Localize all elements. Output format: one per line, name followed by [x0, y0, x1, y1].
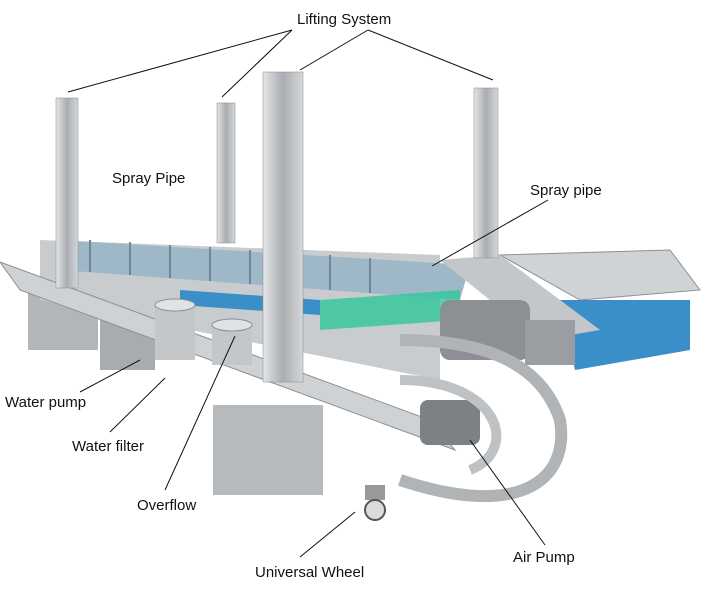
- leader-lines: [67, 29, 549, 558]
- label-universal-wheel: Universal Wheel: [255, 564, 365, 581]
- label-air-pump: Air Pump: [513, 549, 575, 566]
- label-spray-pipe-left: Spray Pipe: [112, 170, 186, 187]
- label-water-filter: Water filter: [72, 438, 144, 455]
- lifting-posts: [55, 71, 499, 383]
- label-lifting-system: Lifting System: [297, 11, 392, 28]
- discharge-conveyor: [440, 249, 701, 370]
- filter-cylinders: [154, 298, 253, 365]
- universal-wheel: [364, 485, 386, 521]
- label-overflow: Overflow: [137, 497, 197, 514]
- label-water-pump: Water pump: [5, 394, 87, 411]
- motors: [398, 300, 575, 502]
- label-spray-pipe-right: Spray pipe: [530, 182, 602, 199]
